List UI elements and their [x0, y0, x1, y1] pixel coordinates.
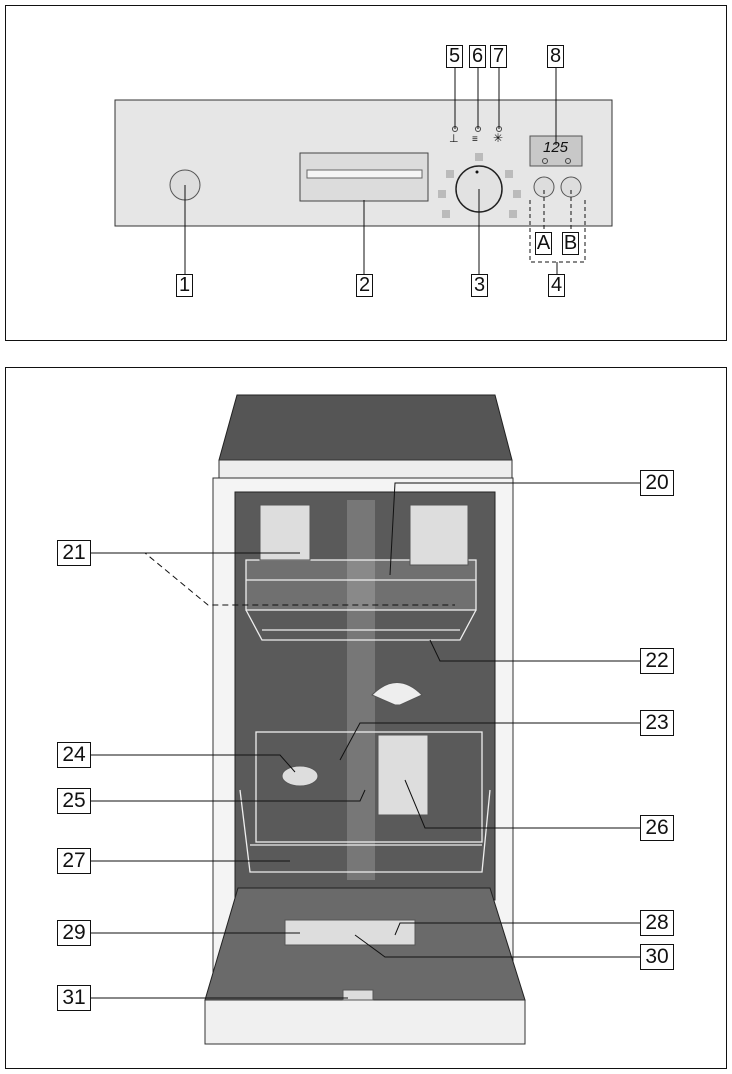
callout-28: 28 [640, 910, 674, 936]
upper-rack [245, 559, 477, 641]
control-panel: ⊥ ≡ ✳ [114, 68, 613, 275]
callout-31: 31 [57, 985, 91, 1011]
callout-5: 5 [446, 45, 463, 68]
callout-30: 30 [640, 944, 674, 970]
leader-line [91, 754, 296, 773]
lower-rack [239, 731, 491, 873]
cup-rack [259, 504, 311, 561]
leader-line-dashed [91, 552, 455, 606]
leader-line [404, 779, 640, 829]
svg-text:⊥: ⊥ [449, 133, 459, 145]
leader-line [389, 482, 640, 576]
callout-7: 7 [490, 45, 507, 68]
filter [281, 765, 319, 787]
program-indicators [438, 153, 521, 218]
callout-6: 6 [469, 45, 486, 68]
callout-26: 26 [640, 815, 674, 841]
leader-line [394, 922, 640, 936]
callout-21: 21 [57, 540, 91, 566]
leader-line [354, 934, 640, 958]
callout-29: 29 [57, 920, 91, 946]
callout-23: 23 [640, 710, 674, 736]
callout-4: 4 [548, 274, 565, 297]
callout-2: 2 [356, 274, 373, 297]
lower-spray-arm-top [371, 682, 423, 706]
callout-8: 8 [547, 45, 564, 68]
callout-22: 22 [640, 648, 674, 674]
display-readout: 125 [543, 139, 569, 156]
callout-lines [91, 482, 640, 999]
interior-figure [5, 367, 727, 1069]
svg-text:≡: ≡ [472, 134, 478, 145]
callout-1: 1 [176, 274, 193, 297]
callout-20: 20 [640, 470, 674, 496]
callout-25: 25 [57, 788, 91, 814]
callout-a: A [535, 232, 552, 255]
callout-b: B [562, 232, 579, 255]
dishwasher [204, 394, 526, 1045]
detergent-dispenser [284, 919, 416, 946]
control-panel-figure [5, 5, 727, 341]
cutlery-basket [377, 734, 429, 816]
svg-text:✳: ✳ [493, 131, 503, 145]
callout-3: 3 [471, 274, 488, 297]
leader-line [91, 789, 366, 802]
leader-line [339, 722, 640, 761]
callout-27: 27 [57, 848, 91, 874]
leader-line [429, 639, 640, 662]
type-plate [342, 989, 374, 1001]
callout-24: 24 [57, 742, 91, 768]
